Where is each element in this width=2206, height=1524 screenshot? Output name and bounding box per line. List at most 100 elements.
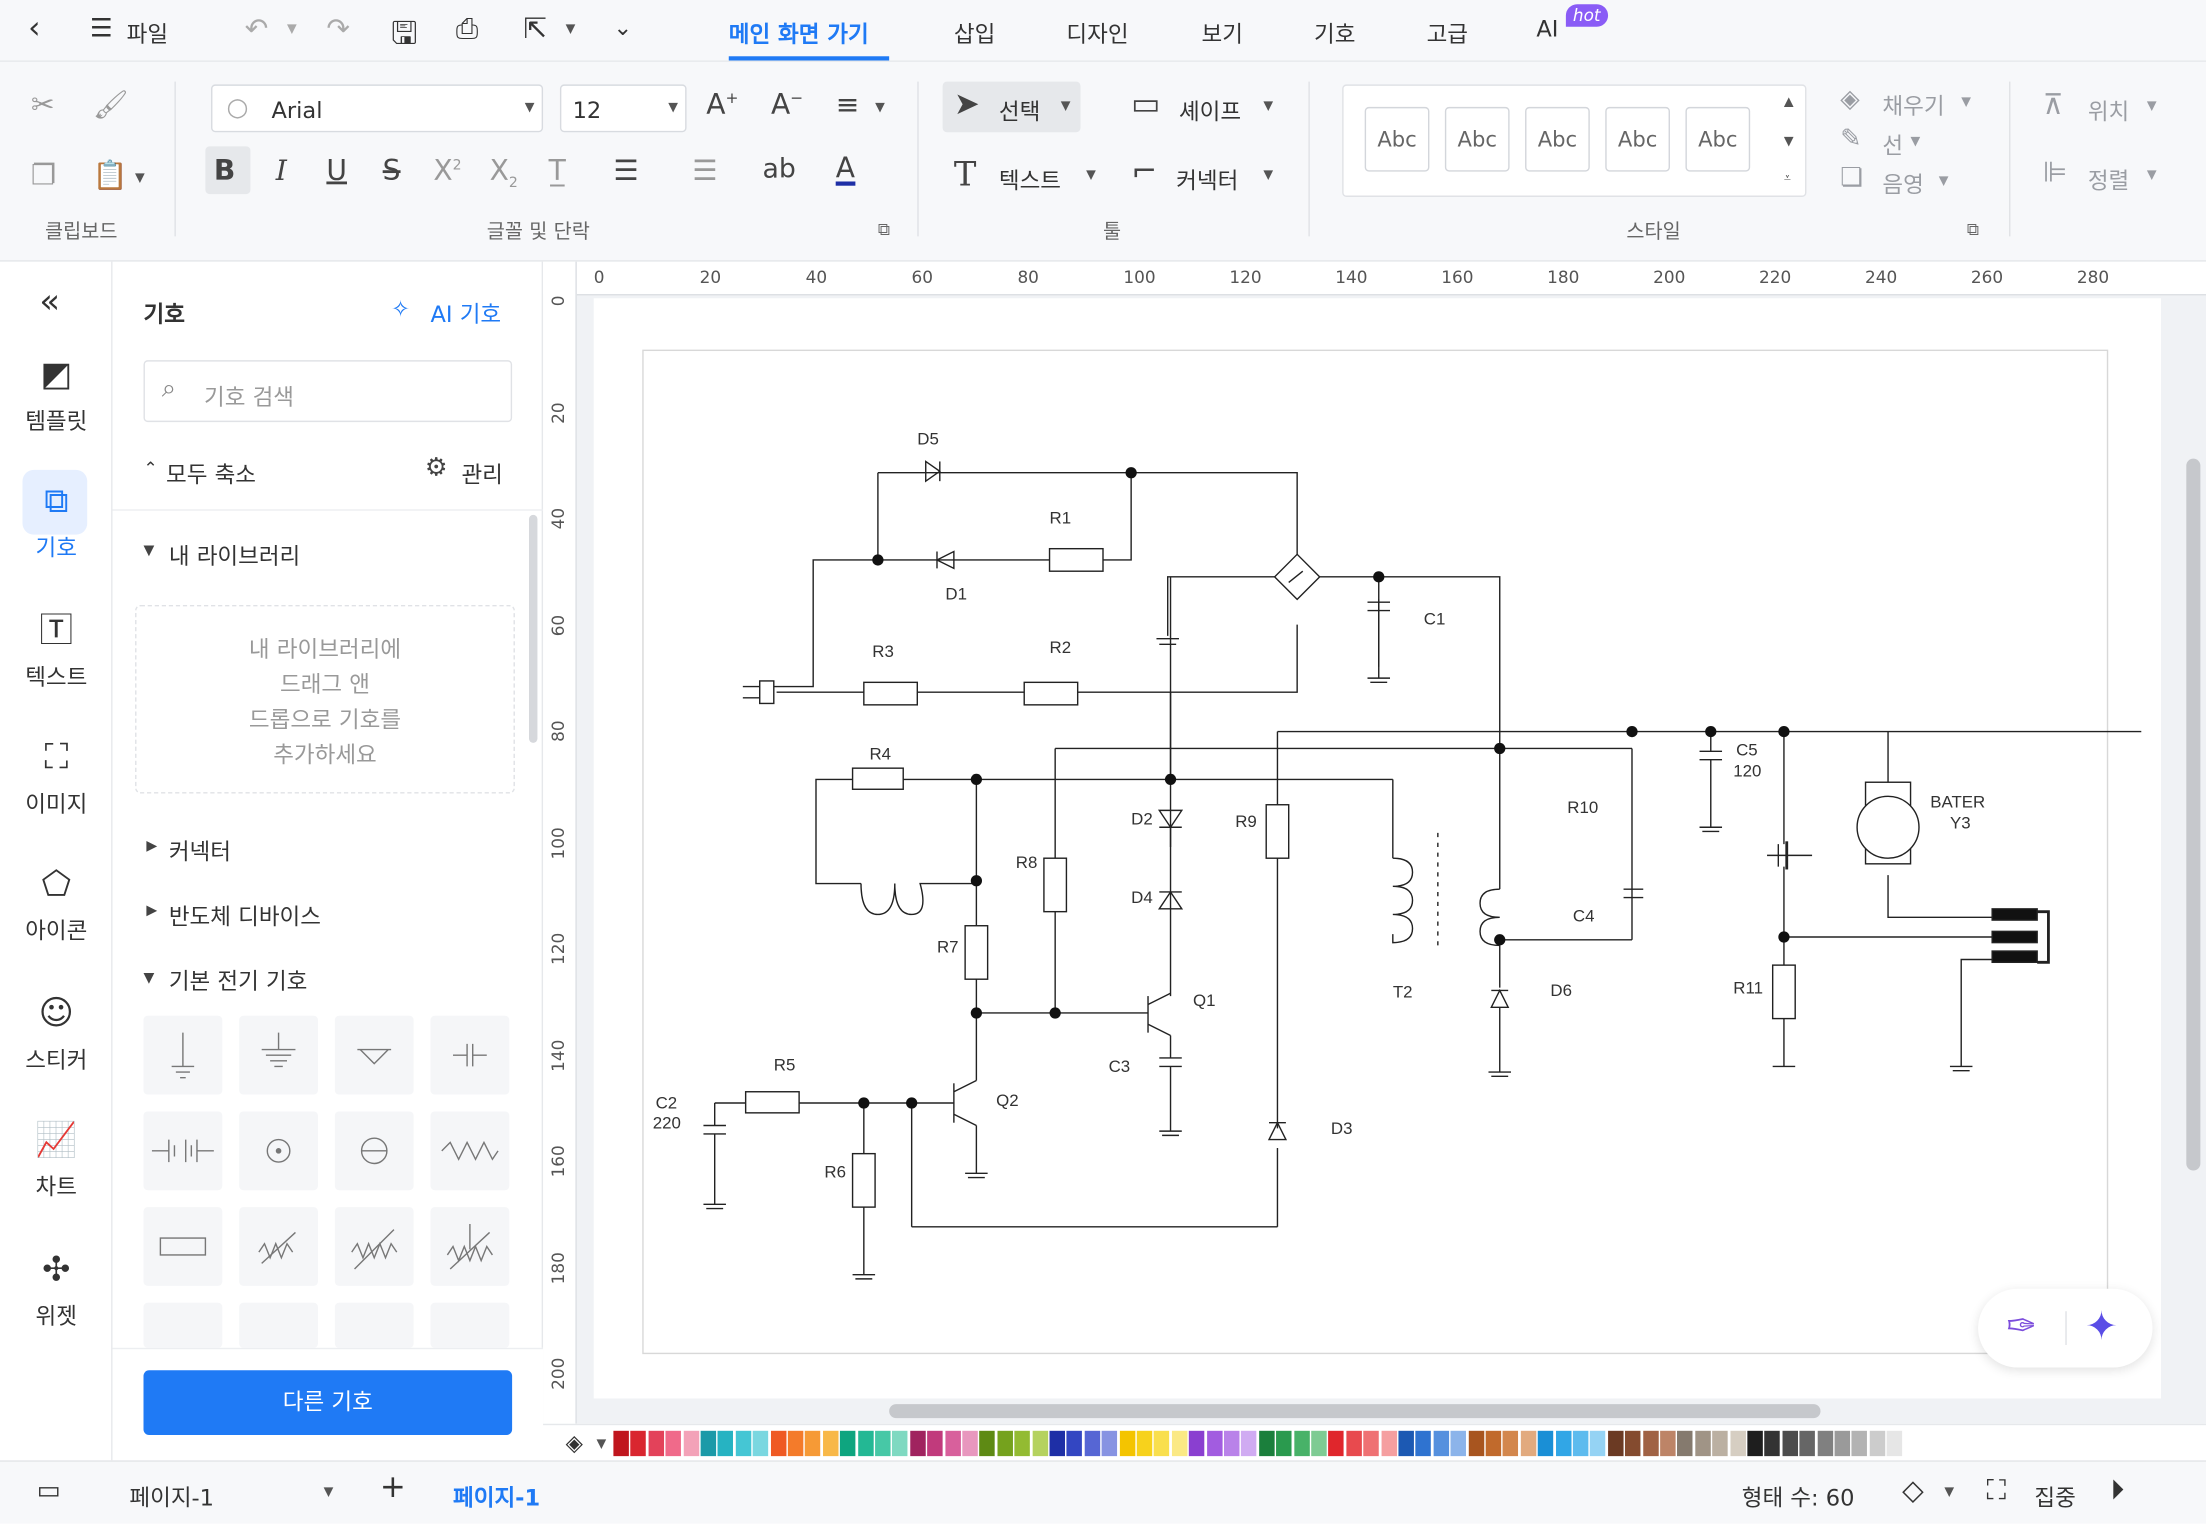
- resistor-R4[interactable]: [851, 767, 904, 790]
- cut-icon[interactable]: ✂: [30, 87, 55, 121]
- caret-right-icon[interactable]: ▶: [146, 903, 158, 919]
- color-swatch[interactable]: [1764, 1430, 1781, 1457]
- symbol-resistor-box[interactable]: [143, 1207, 223, 1286]
- layers-icon[interactable]: ◇: [1902, 1473, 1924, 1507]
- color-swatch[interactable]: [857, 1430, 874, 1457]
- color-swatch[interactable]: [1625, 1430, 1641, 1457]
- decrease-font-icon[interactable]: A−: [770, 87, 804, 121]
- style-swatch[interactable]: Abc: [1364, 106, 1430, 172]
- symbol-partial[interactable]: [239, 1302, 318, 1348]
- style-settings-icon[interactable]: ⧉: [1966, 219, 1979, 240]
- tab-design[interactable]: 디자인: [1066, 21, 1129, 48]
- diode-D5[interactable]: [925, 460, 942, 483]
- diode-D3[interactable]: [1267, 1121, 1288, 1141]
- color-swatch[interactable]: [1311, 1430, 1327, 1457]
- color-swatch[interactable]: [1433, 1430, 1449, 1457]
- wire[interactable]: [1077, 624, 1298, 693]
- color-swatch[interactable]: [1206, 1430, 1223, 1457]
- color-swatch[interactable]: [1049, 1430, 1066, 1457]
- focus-icon[interactable]: ⛶: [1986, 1473, 2007, 1507]
- shadow-icon[interactable]: ❏: [1840, 163, 1863, 193]
- undo-icon[interactable]: ↶: [244, 11, 269, 46]
- style-swatch[interactable]: Abc: [1685, 106, 1751, 172]
- color-swatch[interactable]: [875, 1430, 891, 1457]
- resistor-R11[interactable]: [1771, 964, 1796, 1020]
- color-swatch[interactable]: [1223, 1430, 1240, 1457]
- color-swatch[interactable]: [1852, 1430, 1868, 1457]
- rail-item-icons[interactable]: ⬠아이콘: [0, 864, 113, 946]
- style-swatch[interactable]: Abc: [1525, 106, 1590, 172]
- color-swatch[interactable]: [944, 1430, 961, 1457]
- tab-insert[interactable]: 삽입: [953, 21, 996, 48]
- connector-dropdown-icon[interactable]: ▼: [1263, 168, 1274, 183]
- symbol-partial[interactable]: [334, 1302, 414, 1348]
- caret-right-icon[interactable]: ▶: [146, 838, 158, 854]
- switch-contact[interactable]: [1991, 930, 2038, 944]
- drawing-page[interactable]: D5 D1 R1 R2 R3 C1 R4 D2 D4 R8 R9 R7 Q1 C…: [593, 298, 2161, 1399]
- panel-scrollbar[interactable]: [528, 514, 538, 743]
- color-swatch[interactable]: [1537, 1430, 1554, 1457]
- color-swatch[interactable]: [962, 1430, 978, 1457]
- shape-dropdown-icon[interactable]: ▼: [1263, 99, 1274, 114]
- wire[interactable]: [1131, 472, 1298, 560]
- play-icon[interactable]: ⏵: [2110, 1473, 2125, 1507]
- position-button[interactable]: 위치: [2087, 98, 2130, 126]
- symbol-partial[interactable]: [430, 1302, 510, 1348]
- color-swatch[interactable]: [1590, 1430, 1606, 1457]
- collapse-all-button[interactable]: 모두 축소: [166, 461, 257, 489]
- color-swatch[interactable]: [1014, 1430, 1031, 1457]
- color-swatch[interactable]: [997, 1430, 1013, 1457]
- gear-icon[interactable]: ⚙: [424, 453, 448, 483]
- position-icon[interactable]: ⊼: [2042, 87, 2064, 121]
- align-icon[interactable]: ⊫: [2042, 154, 2068, 189]
- resistor-R7[interactable]: [964, 925, 989, 980]
- layers-dropdown-icon[interactable]: ▼: [1944, 1485, 1955, 1500]
- color-swatch[interactable]: [1293, 1430, 1310, 1457]
- color-swatch[interactable]: [1747, 1430, 1763, 1457]
- undo-dropdown-icon[interactable]: ▼: [287, 22, 297, 37]
- subscript-icon[interactable]: X2: [489, 153, 518, 192]
- color-swatch[interactable]: [892, 1430, 908, 1457]
- color-swatch[interactable]: [1782, 1430, 1798, 1457]
- fill-button[interactable]: 채우기: [1882, 92, 1945, 120]
- color-swatch[interactable]: [805, 1430, 821, 1457]
- color-swatch[interactable]: [1869, 1430, 1885, 1457]
- tab-symbols[interactable]: 기호: [1314, 21, 1356, 48]
- wire[interactable]: [1887, 875, 1993, 918]
- back-icon[interactable]: ‹: [28, 11, 41, 47]
- connector-tool[interactable]: 커넥터: [1176, 167, 1239, 195]
- gallery-scroll-up-icon[interactable]: ▲: [1783, 95, 1794, 110]
- transformer-T2-secondary[interactable]: [1479, 888, 1500, 947]
- color-swatch[interactable]: [822, 1430, 839, 1457]
- color-swatch[interactable]: [927, 1430, 943, 1457]
- style-swatch[interactable]: Abc: [1444, 106, 1510, 172]
- wire[interactable]: [765, 559, 878, 688]
- color-swatch[interactable]: [735, 1430, 751, 1457]
- color-swatch[interactable]: [1415, 1430, 1432, 1457]
- color-swatch[interactable]: [1799, 1430, 1816, 1457]
- color-swatch[interactable]: [1520, 1430, 1537, 1457]
- symbol-battery[interactable]: [143, 1111, 223, 1191]
- text-highlight-icon[interactable]: ab: [762, 153, 796, 185]
- color-swatch[interactable]: [1258, 1430, 1275, 1457]
- color-swatch[interactable]: [1189, 1430, 1205, 1457]
- color-swatch[interactable]: [1398, 1430, 1414, 1457]
- page-tab[interactable]: 페이지-1: [453, 1484, 541, 1511]
- color-swatch[interactable]: [700, 1430, 717, 1457]
- align-button[interactable]: 정렬: [2087, 167, 2130, 195]
- text-tool-icon[interactable]: T: [953, 154, 977, 195]
- color-swatch[interactable]: [1677, 1430, 1694, 1457]
- motor-BATER[interactable]: [1856, 795, 1920, 859]
- shape-rectangle-icon[interactable]: ▭: [1131, 87, 1161, 123]
- print-icon[interactable]: ⎙: [455, 11, 479, 46]
- export-dropdown-icon[interactable]: ▼: [565, 22, 576, 37]
- wire[interactable]: [877, 472, 1132, 561]
- symbol-chassis[interactable]: [334, 1015, 414, 1095]
- wire[interactable]: [1960, 958, 1993, 1067]
- color-swatch[interactable]: [1485, 1430, 1502, 1457]
- horizontal-scrollbar[interactable]: [889, 1404, 1821, 1419]
- position-dropdown-icon[interactable]: ▼: [2146, 99, 2157, 114]
- resistor-R2[interactable]: [1023, 681, 1079, 706]
- color-swatch[interactable]: [1066, 1430, 1083, 1457]
- color-swatch[interactable]: [1886, 1430, 1903, 1457]
